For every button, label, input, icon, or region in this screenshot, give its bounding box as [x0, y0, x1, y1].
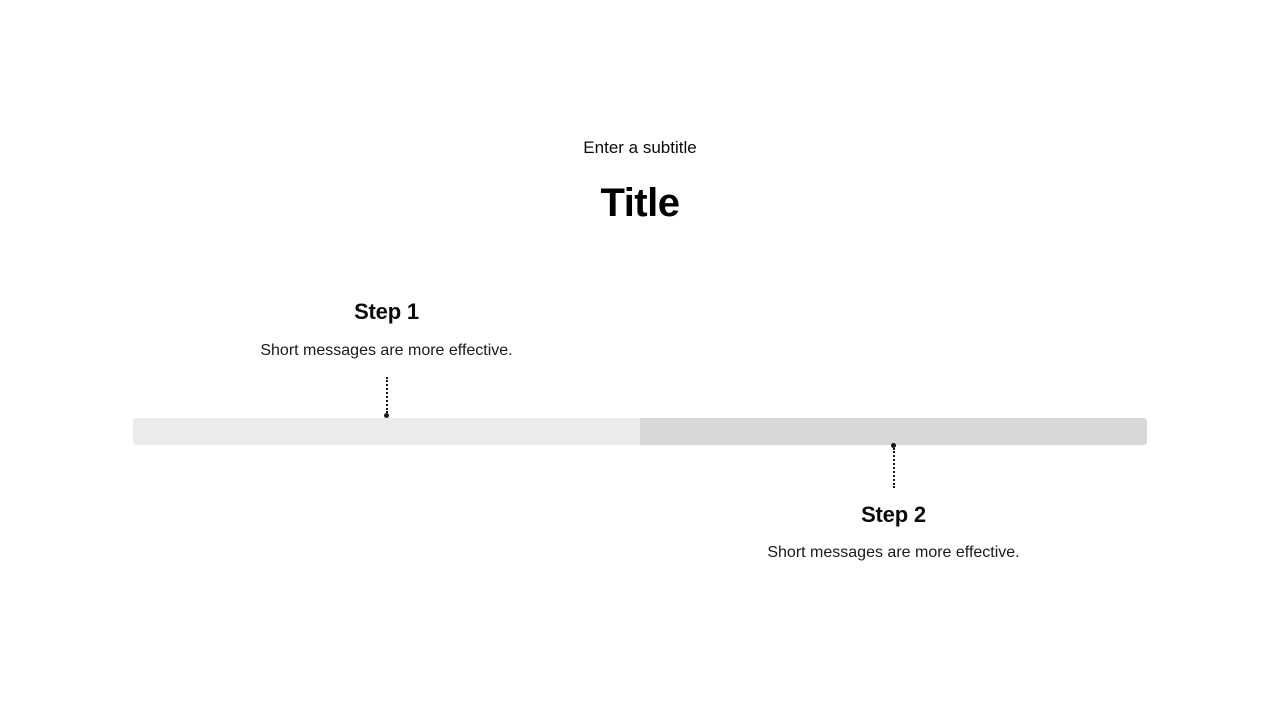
timeline-segment-1[interactable] — [133, 418, 640, 445]
dotted-line-icon — [892, 448, 895, 488]
step-1-connector — [133, 377, 640, 418]
timeline-segment-2[interactable] — [640, 418, 1147, 445]
step-2-body[interactable]: Short messages are more effective. — [767, 544, 1020, 561]
slide-title[interactable]: Title — [600, 181, 680, 225]
step-2-heading[interactable]: Step 2 — [861, 502, 926, 527]
connector-dot-icon — [891, 443, 896, 448]
connector-dot-icon — [384, 413, 389, 418]
step-1-heading[interactable]: Step 1 — [354, 299, 419, 324]
step-2-connector — [640, 443, 1147, 488]
step-1-body[interactable]: Short messages are more effective. — [260, 342, 513, 359]
dotted-line-icon — [385, 377, 388, 413]
timeline-bar — [133, 418, 1147, 445]
slide-subtitle-placeholder[interactable]: Enter a subtitle — [583, 138, 697, 157]
